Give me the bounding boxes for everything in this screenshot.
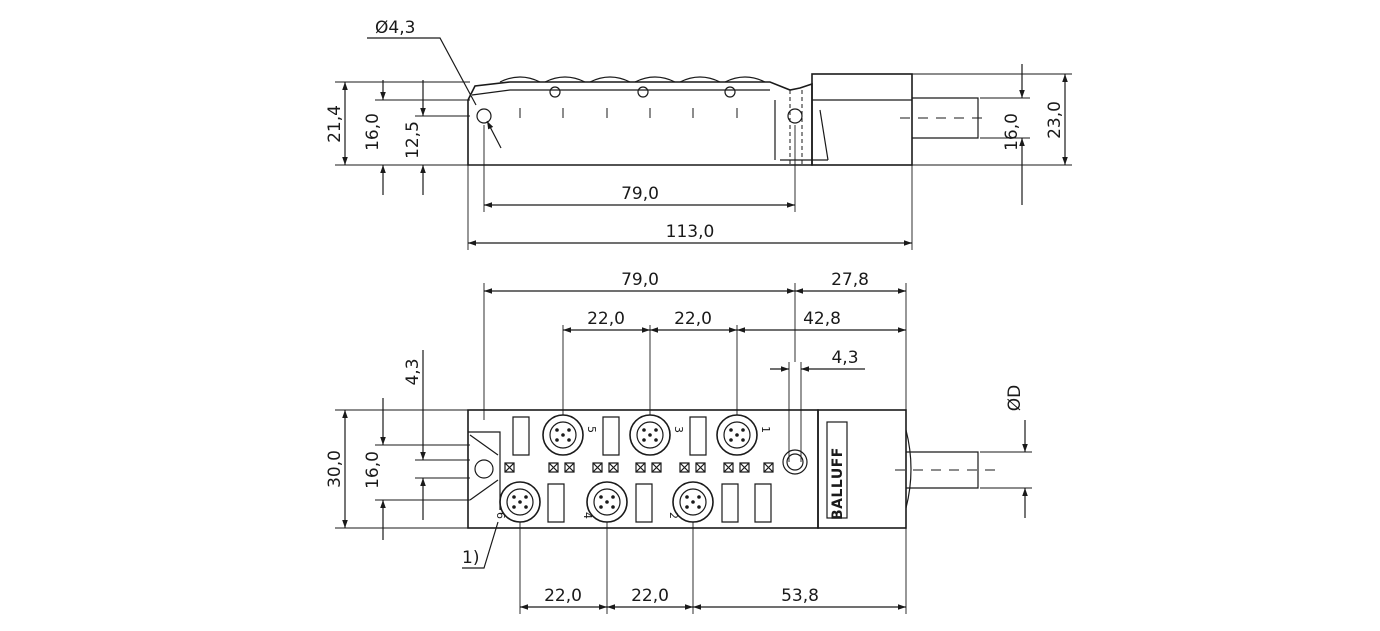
upper-socket-1	[716, 414, 758, 456]
port-label-3: 3	[672, 426, 685, 433]
port-label-5: 5	[585, 426, 598, 433]
port-offset-label: 4,3	[403, 358, 423, 385]
top-hole-diameter-label: 4,3	[831, 348, 858, 368]
hole-height-label: 12,5	[403, 121, 423, 159]
height-body-label: 16,0	[363, 113, 383, 151]
top-view: 5 3 1 6 4 2 BALLUFF 79,0 27,8 22,0 22,0 …	[325, 270, 1032, 614]
top-hole-spacing-label: 79,0	[621, 270, 659, 290]
lower-pitch-2-label: 22,0	[631, 586, 669, 606]
width-inner-label: 16,0	[363, 451, 383, 489]
brand-label: BALLUFF	[830, 447, 846, 520]
hole-diameter-label: Ø4,3	[375, 18, 415, 38]
side-view: Ø4,3 21,4 16,0 12,5 79,0 113,0 16,0 23,0	[325, 18, 1072, 250]
cable-height-label: 16,0	[1002, 113, 1022, 151]
port-label-4: 4	[581, 512, 594, 519]
end-offset-label: 27,8	[831, 270, 869, 290]
connector-height-label: 23,0	[1045, 101, 1065, 139]
upper-pitch-1-label: 22,0	[587, 309, 625, 329]
overall-length-label: 113,0	[666, 222, 715, 242]
hole-spacing-label: 79,0	[621, 184, 659, 204]
width-label: 30,0	[325, 450, 345, 488]
upper-socket-3	[629, 414, 671, 456]
upper-pitch-2-label: 22,0	[674, 309, 712, 329]
lower-pitch-1-label: 22,0	[544, 586, 582, 606]
led-row	[504, 462, 774, 473]
port-label-2: 2	[667, 512, 680, 519]
port-label-6: 6	[494, 512, 507, 519]
cable-diameter-label: ØD	[1005, 385, 1025, 411]
upper-socket-5	[542, 414, 584, 456]
lower-end-label: 53,8	[781, 586, 819, 606]
height-total-label: 21,4	[325, 105, 345, 143]
footnote-marker: 1)	[462, 548, 479, 568]
upper-end-label: 42,8	[803, 309, 841, 329]
port-label-1: 1	[759, 426, 772, 433]
